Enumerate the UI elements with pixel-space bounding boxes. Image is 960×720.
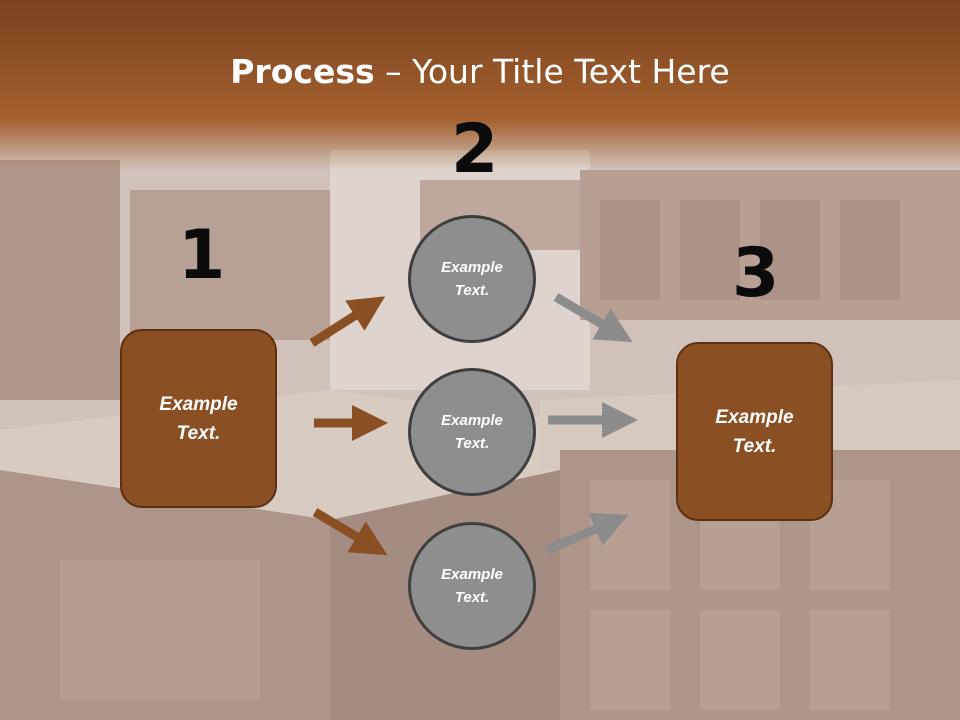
step-box-3-text: Example Text. (715, 406, 794, 457)
title-light: – Your Title Text Here (374, 52, 730, 91)
slide-title: Process – Your Title Text Here (0, 52, 960, 91)
circle-bottom: Example Text. (408, 522, 536, 650)
circle-middle-text: Example Text. (441, 412, 503, 452)
step-box-3: Example Text. (676, 342, 833, 521)
arrow-box1-to-circle-bottom (312, 508, 388, 556)
step-number-1: 1 (178, 216, 226, 295)
arrow-box1-to-circle-top (309, 296, 386, 347)
step-box-1-text: Example Text. (159, 393, 238, 444)
arrow-circle-top-to-box3 (553, 293, 633, 343)
circle-top: Example Text. (408, 215, 536, 343)
title-bold: Process (230, 52, 375, 91)
circle-middle: Example Text. (408, 368, 536, 496)
step-number-3: 3 (732, 234, 780, 313)
step-number-2: 2 (451, 110, 499, 189)
circle-top-text: Example Text. (441, 259, 503, 299)
circle-bottom-text: Example Text. (441, 566, 503, 606)
arrow-circle-bottom-to-box3 (545, 512, 629, 555)
step-box-1: Example Text. (120, 329, 277, 508)
